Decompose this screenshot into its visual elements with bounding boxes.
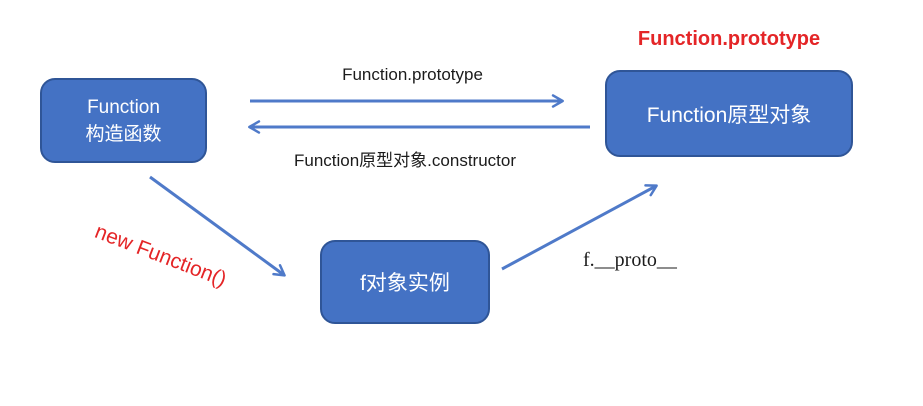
edge-proto-arrow bbox=[501, 184, 658, 271]
node-function-constructor: Function 构造函数 bbox=[40, 78, 207, 163]
edge-label-function-prototype: Function.prototype bbox=[342, 65, 483, 84]
edge-new-function-arrow bbox=[149, 175, 286, 277]
node-function-constructor-line2: 构造函数 bbox=[85, 123, 162, 145]
node-f-instance: f对象实例 bbox=[320, 240, 490, 324]
node-function-prototype-object-label: Function原型对象 bbox=[646, 103, 812, 127]
edge-label-f-proto: f.__proto__ bbox=[583, 249, 677, 271]
function-prototype-heading: Function.prototype bbox=[637, 28, 821, 50]
node-function-constructor-line1: Function bbox=[87, 96, 160, 118]
edge-label-constructor: Function原型对象.constructor bbox=[293, 151, 516, 170]
node-f-instance-label: f对象实例 bbox=[360, 272, 450, 295]
node-function-prototype-object: Function原型对象 bbox=[605, 70, 853, 157]
